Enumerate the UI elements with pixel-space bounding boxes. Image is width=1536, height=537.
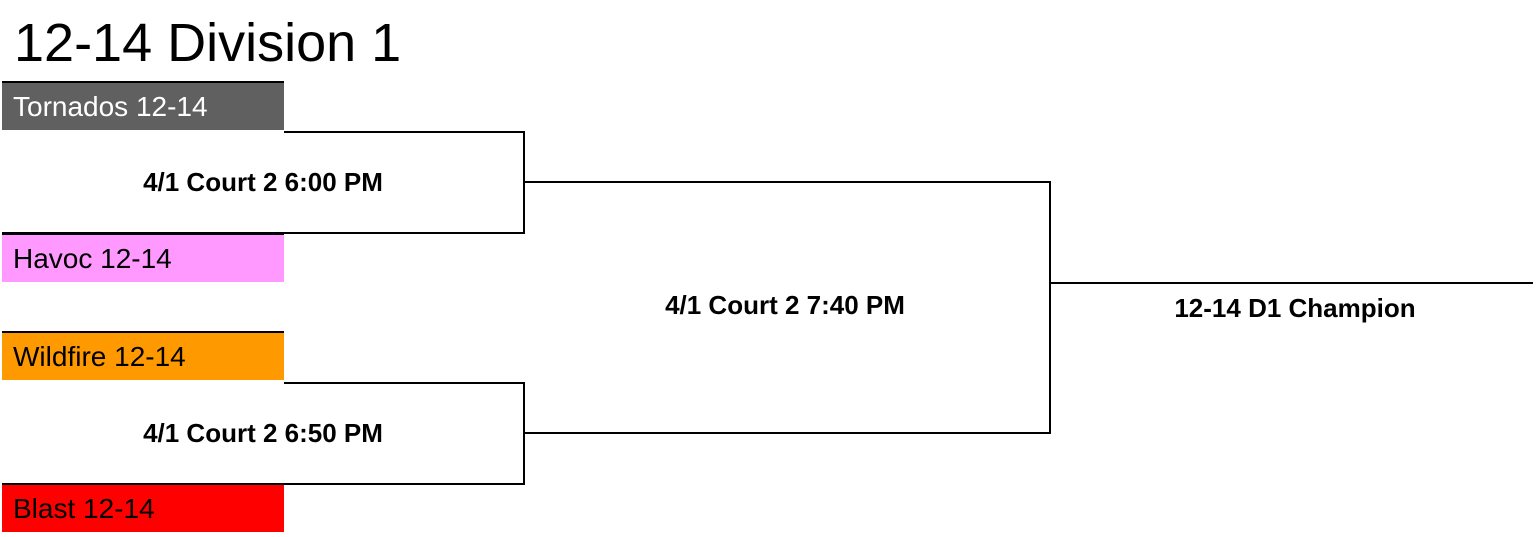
- bracket-title: 12-14 Division 1: [14, 13, 402, 73]
- semifinal-1-label: 4/1 Court 2 6:00 PM: [143, 167, 383, 197]
- final-label: 4/1 Court 2 7:40 PM: [665, 290, 905, 320]
- team-slot-blast: Blast 12-14: [2, 483, 284, 532]
- semifinal-2-label: 4/1 Court 2 6:50 PM: [143, 418, 383, 448]
- final-bracket-line: [524, 181, 1051, 434]
- champion-label: 12-14 D1 Champion: [1174, 293, 1416, 323]
- team-slot-wildfire: Wildfire 12-14: [2, 331, 284, 380]
- team-slot-tornados: Tornados 12-14: [2, 81, 284, 130]
